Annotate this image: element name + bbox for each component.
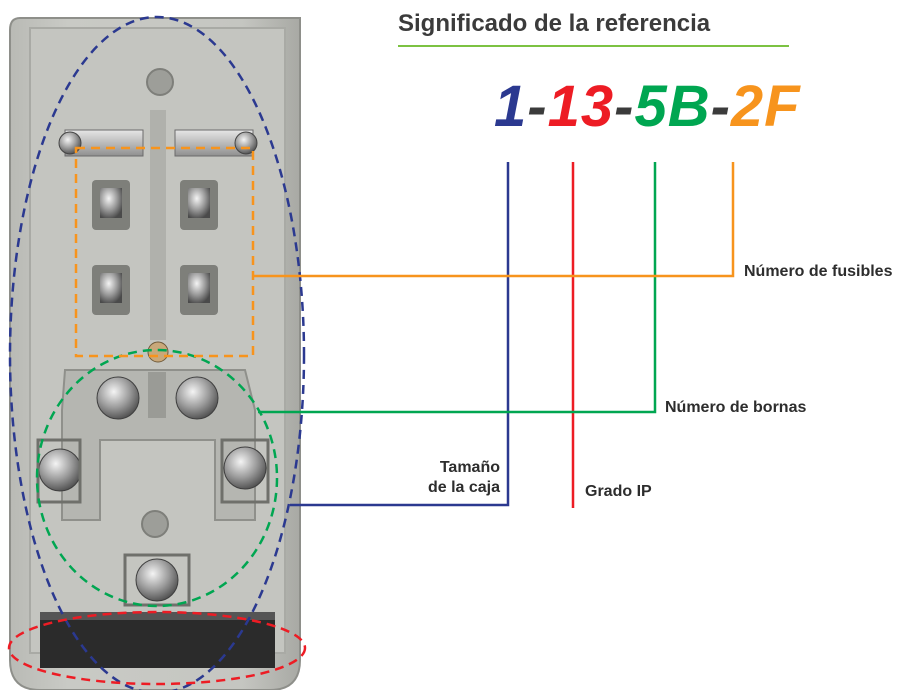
fuse-holder-icon	[92, 180, 218, 315]
box-size-label: Tamaño de la caja	[380, 458, 500, 498]
title-underline	[398, 45, 789, 47]
terminals-leader-line	[258, 162, 657, 414]
terminals-highlight	[35, 348, 279, 608]
fuses-leader-line	[253, 162, 735, 278]
size-leader-line	[290, 162, 510, 507]
fuses-label: Número de fusibles	[744, 263, 893, 280]
code-separator: -	[527, 74, 548, 139]
box-size-label-line2: de la caja	[427, 479, 500, 496]
code-part-terminals: 5B	[634, 74, 711, 139]
page-title: Significado de la referencia	[398, 10, 711, 37]
terminals-label: Número de bornas	[665, 399, 807, 416]
code-part-size: 1	[494, 74, 528, 139]
ip-label: Grado IP	[585, 483, 652, 500]
code-separator: -	[710, 74, 731, 139]
screw-icon	[38, 341, 267, 602]
reference-code: 1-13-5B-2F	[494, 78, 801, 136]
box-size-label-line1: Tamaño	[439, 459, 500, 476]
code-part-fuses: 2F	[730, 74, 801, 139]
box-size-highlight	[8, 15, 306, 690]
code-separator: -	[614, 74, 635, 139]
code-part-ip: 13	[547, 74, 615, 139]
fuses-highlight	[74, 146, 255, 358]
ip-highlight	[7, 610, 307, 686]
